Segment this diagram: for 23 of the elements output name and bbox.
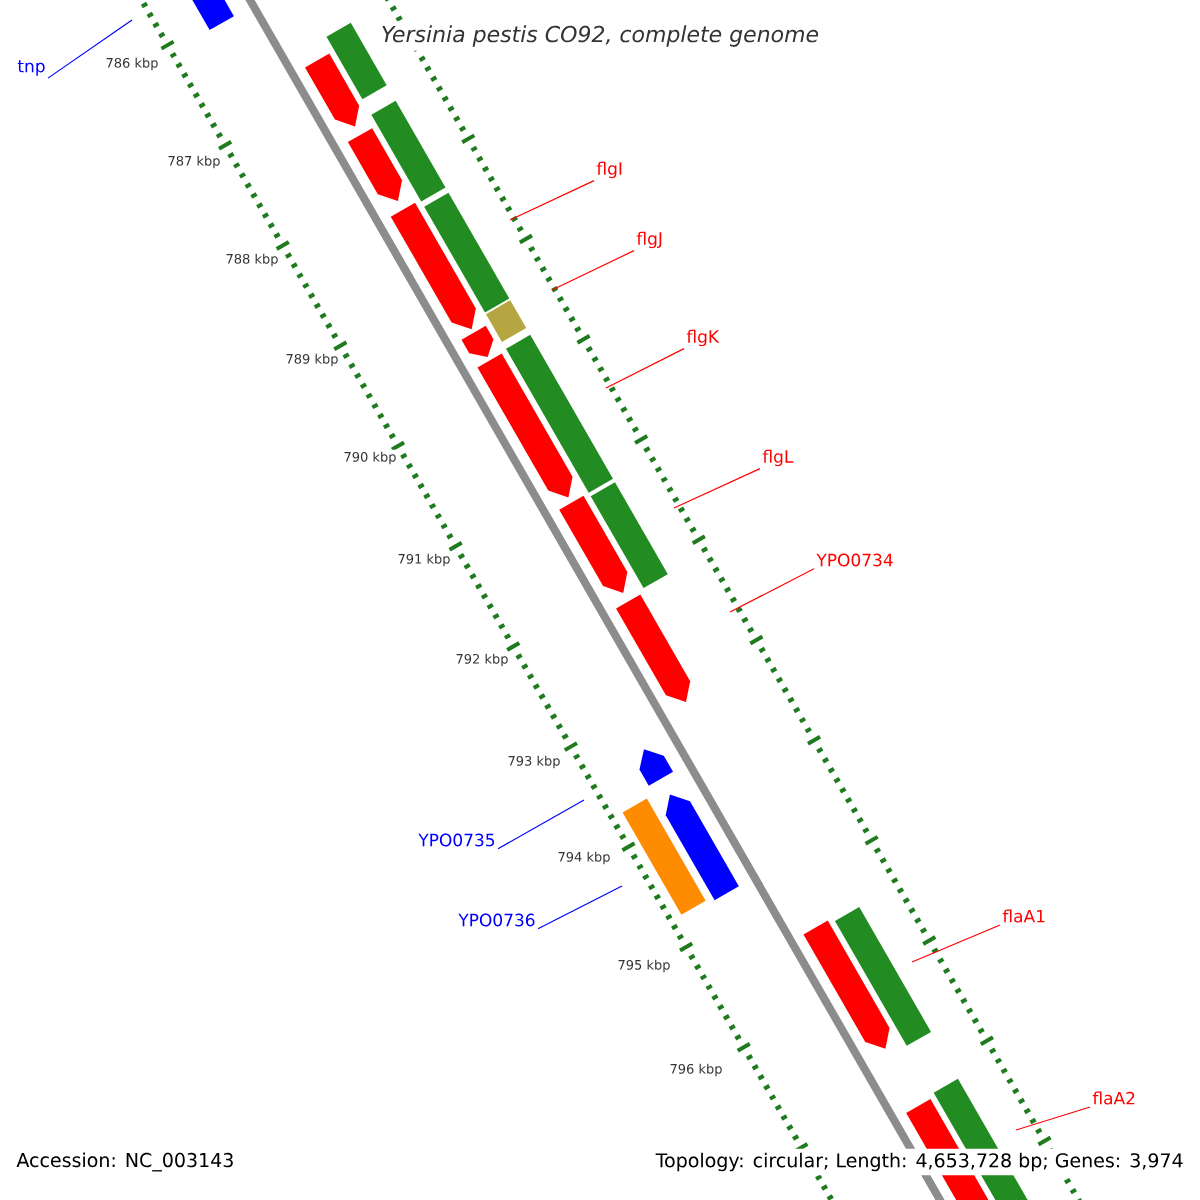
leader-line: [497, 799, 585, 850]
gene-label: flgK: [686, 329, 720, 347]
gene-label: YPO0735: [418, 833, 495, 847]
gene-label: flgI: [596, 161, 622, 179]
gene-label: flgL: [762, 449, 794, 467]
leader-line: [537, 885, 623, 930]
leader-line: [551, 250, 635, 291]
leader-line: [729, 568, 815, 613]
map-title: Yersinia pestis CO92, complete genome: [376, 21, 824, 51]
genome-summary: Topology: circular; Length: 4,653,728 bp; Genes: 3,974: [651, 1148, 1188, 1176]
leader-line: [509, 180, 595, 221]
leader-line: [911, 924, 1001, 963]
accession-note: Accession: NC_003143: [12, 1148, 239, 1176]
gene-label: tnp: [17, 60, 45, 76]
gene-label: flgJ: [636, 231, 662, 249]
gene-label: flaA1: [1002, 909, 1045, 923]
gene-label: YPO0736: [458, 913, 535, 927]
leader-line: [605, 348, 685, 389]
gene-label: YPO0734: [816, 553, 893, 567]
leader-line: [47, 19, 133, 79]
gene-label: flaA2: [1092, 1091, 1135, 1105]
leader-line: [1015, 1106, 1091, 1131]
leader-line: [673, 468, 761, 509]
